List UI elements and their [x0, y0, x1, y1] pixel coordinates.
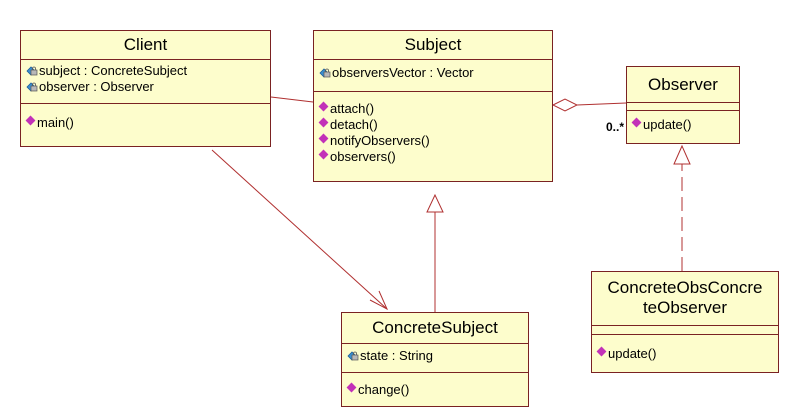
- public-operation-icon: [318, 101, 329, 111]
- attribute-text: observer : Observer: [39, 79, 154, 94]
- attributes-section: subject : ConcreteSubject observer : Obs…: [21, 60, 270, 104]
- class-name: Subject: [314, 31, 552, 60]
- aggregation-diamond: [551, 98, 579, 112]
- operation-change: change(): [346, 382, 528, 398]
- class-observer[interactable]: Observer update(): [626, 66, 740, 144]
- attribute-text: state : String: [360, 348, 433, 363]
- operation-text: change(): [358, 382, 410, 397]
- operations-section: change(): [342, 373, 528, 400]
- public-operation-icon: [318, 149, 329, 159]
- realization-triangle-observer: [673, 144, 691, 165]
- class-concreteobserver[interactable]: ConcreteObsConcre teObserver update(): [591, 271, 779, 373]
- attribute-state: state : String: [346, 348, 528, 364]
- operation-text: detach(): [330, 117, 378, 132]
- dependency-arrowhead: [369, 290, 389, 311]
- client-concretesubject-dependency: [211, 149, 388, 310]
- public-operation-icon: [346, 382, 357, 392]
- public-operation-icon: [318, 133, 329, 143]
- class-name: Client: [21, 31, 270, 60]
- class-name: Observer: [627, 67, 739, 103]
- attribute-text: subject : ConcreteSubject: [39, 63, 188, 78]
- attribute-observersvector: observersVector : Vector: [318, 65, 552, 81]
- attribute-text: observersVector : Vector: [332, 65, 474, 80]
- operation-text: notifyObservers(): [330, 133, 430, 148]
- public-operation-icon: [631, 117, 642, 127]
- operation-update: update(): [631, 117, 739, 133]
- operation-text: attach(): [330, 101, 375, 116]
- operation-text: observers(): [330, 149, 396, 164]
- public-operation-icon: [596, 346, 607, 356]
- attributes-section: [627, 103, 739, 111]
- operation-text: update(): [643, 117, 692, 132]
- private-attribute-icon: [346, 349, 359, 361]
- operation-notifyobservers: notifyObservers(): [318, 133, 552, 149]
- operations-section: update(): [592, 335, 778, 364]
- operation-detach: detach(): [318, 117, 552, 133]
- class-client[interactable]: Client subject : ConcreteSubject observe…: [20, 30, 271, 147]
- operation-text: update(): [608, 346, 657, 361]
- attribute-subject: subject : ConcreteSubject: [25, 63, 270, 79]
- generalization-triangle-subject: [426, 193, 444, 213]
- operation-observers: observers(): [318, 149, 552, 165]
- attributes-section: state : String: [342, 344, 528, 373]
- operations-section: main(): [21, 104, 270, 133]
- operations-section: attach() detach() notifyObservers() obse…: [314, 92, 552, 167]
- class-name: ConcreteObsConcre teObserver: [592, 272, 778, 326]
- private-attribute-icon: [318, 66, 331, 78]
- operation-update: update(): [596, 346, 778, 362]
- private-attribute-icon: [25, 64, 38, 76]
- operation-main: main(): [25, 115, 270, 131]
- attributes-section: observersVector : Vector: [314, 60, 552, 92]
- class-name-line-1: ConcreteObsConcre: [607, 278, 763, 297]
- class-name-line-2: teObserver: [642, 298, 728, 317]
- private-attribute-icon: [25, 80, 38, 92]
- aggregation-multiplicity: 0..*: [606, 120, 625, 134]
- subject-observer-aggregation-line: [576, 102, 627, 106]
- operations-section: update(): [627, 111, 739, 135]
- public-operation-icon: [25, 115, 36, 125]
- class-name: ConcreteSubject: [342, 313, 528, 344]
- class-subject[interactable]: Subject observersVector : Vector attach(…: [313, 30, 553, 182]
- operation-text: main(): [37, 115, 74, 130]
- client-subject-association: [270, 96, 314, 103]
- operation-attach: attach(): [318, 101, 552, 117]
- class-concretesubject[interactable]: ConcreteSubject state : String change(): [341, 312, 529, 407]
- attribute-observer: observer : Observer: [25, 79, 270, 95]
- attributes-section: [592, 326, 778, 335]
- public-operation-icon: [318, 117, 329, 127]
